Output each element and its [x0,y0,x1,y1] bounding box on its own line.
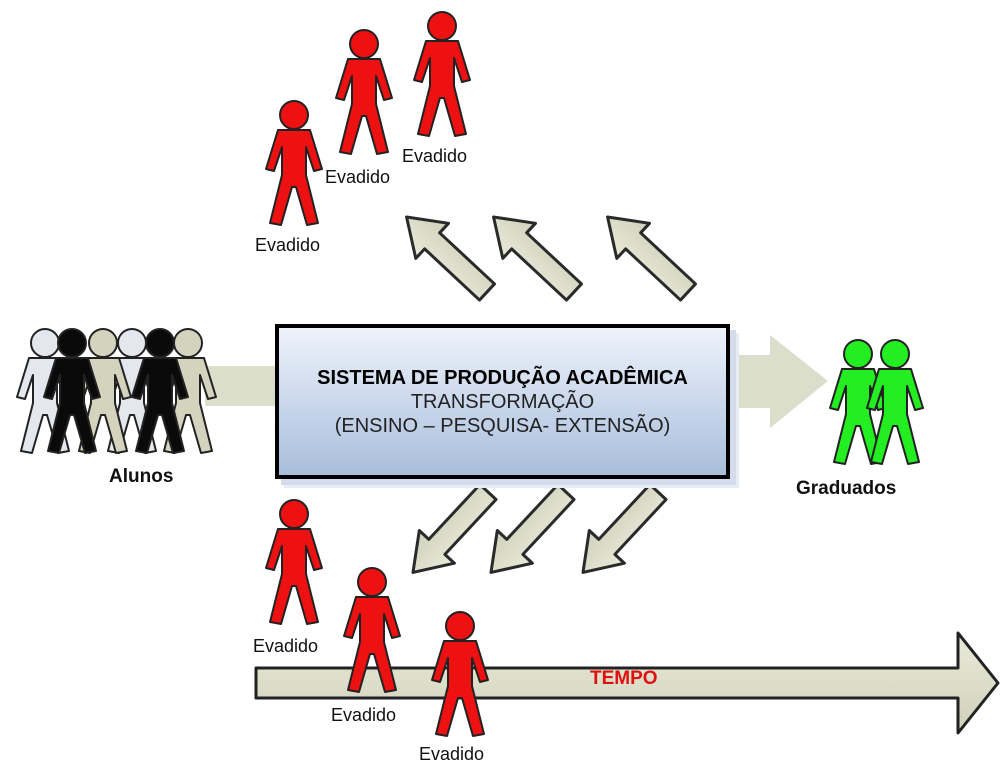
dropout-arrow-bottom-1 [411,482,498,574]
dropout-person-icon [265,100,323,226]
timeline-label: TEMPO [590,668,658,689]
dropout-person-icon [431,611,489,737]
dropout-arrow-top-1 [405,215,497,302]
students-label: Alunos [109,466,174,487]
graduates-group [829,339,924,465]
dropout-arrow-top-2 [492,215,584,302]
process-subtitle: TRANSFORMAÇÃO [410,390,595,413]
process-title: SISTEMA DE PRODUÇÃO ACADÊMICA [317,366,688,389]
dropout-person-icon [335,29,393,155]
process-activities: (ENSINO – PESQUISA- EXTENSÃO) [334,414,671,437]
dropout-label-top-2: Evadido [325,167,391,187]
dropout-person-icon [265,499,323,625]
dropout-label-bottom-1: Evadido [253,636,319,656]
dropout-label-top-3: Evadido [402,146,468,166]
students-group [16,328,217,454]
dropout-arrow-bottom-2 [489,482,576,574]
output-arrow [735,335,828,428]
dropout-label-top-1: Evadido [255,235,321,255]
dropouts-top [265,11,471,226]
input-arrow [205,366,285,406]
dropout-label-bottom-3: Evadido [419,744,485,764]
graduates-label: Graduados [796,478,897,499]
dropout-arrow-bottom-3 [581,482,668,574]
timeline-arrow [254,631,1000,735]
dropout-label-bottom-2: Evadido [331,705,397,725]
dropout-arrow-top-3 [606,215,698,302]
graduate-person-icon [866,339,924,465]
dropout-person-icon [413,11,471,137]
process-box: SISTEMA DE PRODUÇÃO ACADÊMICA TRANSFORMA… [275,324,730,479]
